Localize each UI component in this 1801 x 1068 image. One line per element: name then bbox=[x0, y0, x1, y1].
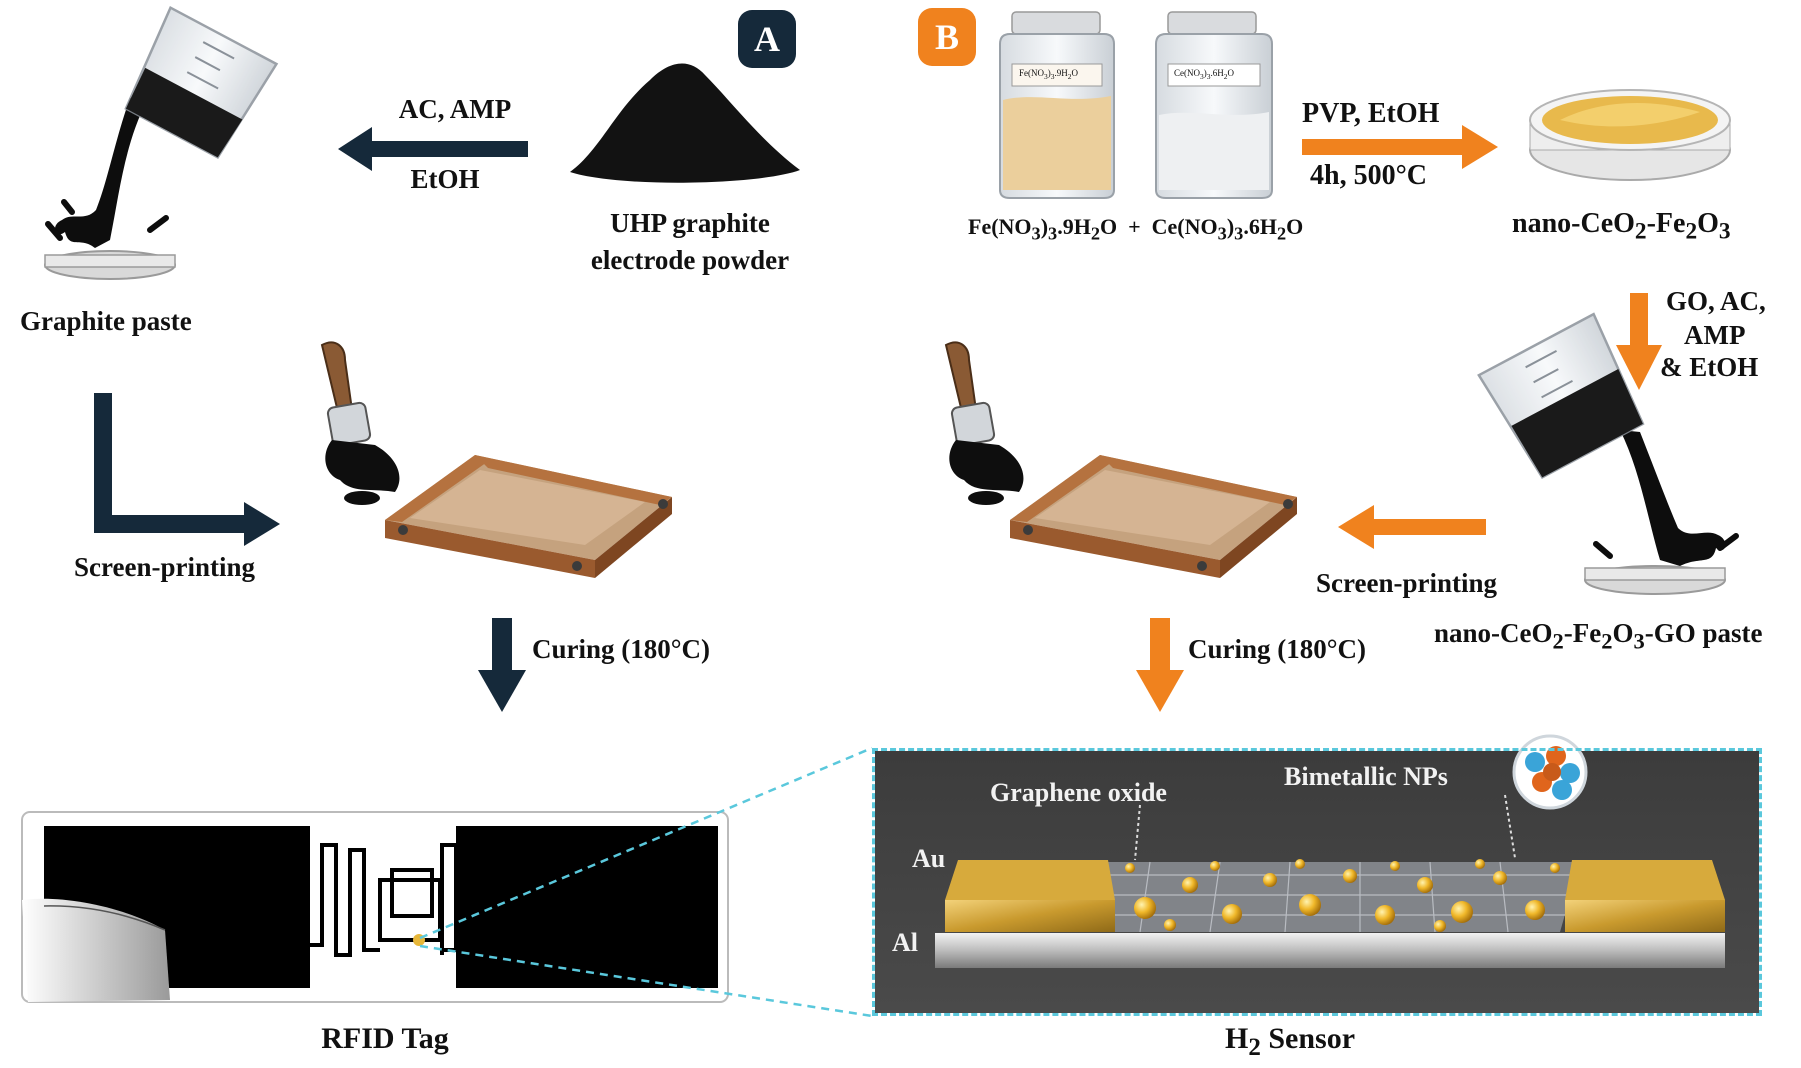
powder-label-line2: electrode powder bbox=[590, 245, 790, 275]
nanoparticle-cluster-icon bbox=[1512, 734, 1588, 810]
panel-b-badge: B bbox=[918, 8, 976, 66]
beaker-pour-icon-b bbox=[1477, 312, 1739, 595]
precursors-label: Fe(NO3)3.9H2O + Ce(NO3)3.6H2O bbox=[968, 214, 1304, 244]
screen-printing-label-b: Screen-printing bbox=[1316, 568, 1497, 598]
screen-frame-icon-a bbox=[385, 455, 672, 578]
curing-label-b: Curing (180°C) bbox=[1188, 634, 1367, 664]
nanoparticles bbox=[1125, 859, 1560, 932]
rfid-tag-label: RFID Tag bbox=[321, 1022, 449, 1055]
jar-ce-label: Ce(NO3)3.6H2O bbox=[1174, 68, 1234, 81]
petri-dish-icon-product bbox=[1529, 89, 1731, 181]
arrow-screen-printing-a bbox=[94, 393, 280, 546]
arrow-curing-a bbox=[478, 618, 526, 712]
powder-label-line1: UHP graphite bbox=[610, 208, 770, 238]
arrow-additives-b bbox=[1616, 293, 1662, 390]
solvent-label-a: EtOH bbox=[410, 164, 480, 194]
additives-line3: & EtOH bbox=[1660, 352, 1759, 382]
screen-frame-icon-b bbox=[1010, 455, 1297, 578]
arrow-screen-printing-b bbox=[1338, 505, 1486, 549]
additives-line2: AMP bbox=[1684, 320, 1746, 350]
bimetallic-nps-label: Bimetallic NPs bbox=[1284, 762, 1448, 791]
arrow-calcination-b bbox=[1302, 125, 1498, 169]
additives-line1: GO, AC, bbox=[1666, 286, 1766, 316]
arrow-reagents-a bbox=[338, 127, 528, 171]
chemical-jar-icon-ce bbox=[1155, 11, 1273, 199]
beaker-pour-icon-a bbox=[44, 5, 279, 280]
zoom-connector-lines bbox=[419, 746, 873, 1018]
screen-printing-label-a: Screen-printing bbox=[74, 552, 255, 582]
calcination-reagents-label: PVP, EtOH bbox=[1302, 98, 1440, 129]
panel-a-badge: A bbox=[738, 10, 796, 68]
graphite-paste-label: Graphite paste bbox=[20, 306, 192, 336]
powder-pile-icon bbox=[570, 63, 800, 183]
graphene-oxide-label: Graphene oxide bbox=[990, 778, 1167, 807]
paintbrush-icon-b bbox=[944, 341, 1024, 505]
reagents-label-a: AC, AMP bbox=[398, 94, 512, 124]
sensor-panel bbox=[875, 751, 1759, 1013]
sensor-zoom-frame bbox=[872, 748, 1762, 1016]
composite-paste-label: nano-CeO2-Fe2O3-GO paste bbox=[1434, 618, 1763, 654]
jar-fe-label: Fe(NO3)3.9H2O bbox=[1019, 68, 1078, 81]
calcination-conditions-label: 4h, 500°C bbox=[1310, 160, 1427, 191]
al-substrate-label: Al bbox=[892, 928, 918, 957]
rfid-tag-icon bbox=[21, 811, 729, 1003]
arrow-curing-b bbox=[1136, 618, 1184, 712]
curing-label-a: Curing (180°C) bbox=[532, 634, 711, 664]
chemical-jar-icon-fe bbox=[999, 11, 1115, 199]
paintbrush-icon-a bbox=[320, 341, 400, 505]
nano-product-label: nano-CeO2-Fe2O3 bbox=[1512, 208, 1731, 245]
h2-sensor-label: H2 Sensor bbox=[1224, 1022, 1356, 1061]
au-electrode-label: Au bbox=[912, 844, 946, 873]
